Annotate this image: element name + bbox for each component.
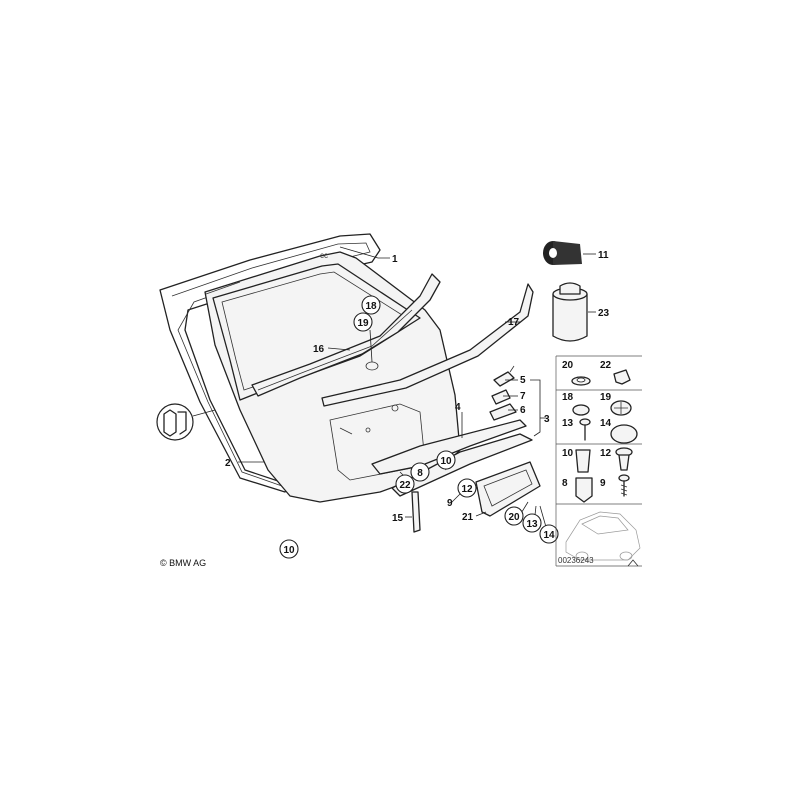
callout-15: 15	[392, 513, 404, 524]
callout-8: 8	[410, 462, 430, 482]
callout-5: 5	[520, 375, 526, 386]
cylinder	[552, 282, 596, 342]
copyright-label: © BMW AG	[160, 558, 206, 568]
callout-23: 23	[598, 308, 610, 319]
callout-12: 12	[457, 478, 477, 498]
svg-text:10: 10	[440, 456, 452, 467]
svg-text:13: 13	[526, 519, 538, 530]
spoiler	[251, 273, 441, 397]
diagram-code: 00236243	[558, 556, 594, 565]
callout-13: 13	[522, 513, 542, 533]
svg-text:cc: cc	[320, 251, 328, 260]
callout-20: 20	[504, 506, 524, 526]
bracket	[411, 491, 421, 533]
plate-light-strip	[391, 433, 533, 497]
callout-21: 21	[462, 512, 474, 523]
callout-19: 19	[353, 312, 373, 332]
svg-text:22: 22	[399, 480, 411, 491]
svg-text:10: 10	[283, 545, 295, 556]
grid-label-14: 14	[600, 418, 612, 429]
grid-label-9: 9	[600, 478, 606, 489]
grid-label-8: 8	[562, 478, 568, 489]
plain-callouts: 1 2 3 4 5 7 6 9 11 15 16 17 21 23	[225, 250, 610, 524]
grid-label-10: 10	[562, 448, 574, 459]
grid-label-19: 19	[600, 392, 612, 403]
grid-label-20: 20	[562, 360, 574, 371]
license-plate-bracket	[475, 461, 541, 517]
handle-strip	[371, 419, 527, 475]
callout-14: 14	[539, 524, 559, 544]
callout-9: 9	[447, 498, 453, 509]
callout-11: 11	[598, 250, 609, 261]
callout-18: 18	[361, 295, 381, 315]
lamp-parts	[489, 365, 517, 421]
callout-3: 3	[544, 414, 550, 425]
circled-callouts: 18 19 10 8 22 12 20 13	[279, 295, 559, 559]
grid-label-13: 13	[562, 418, 574, 429]
grid-label-12: 12	[600, 448, 612, 459]
svg-text:14: 14	[543, 530, 555, 541]
callout-4: 4	[455, 402, 461, 413]
tailgate-panel: cc	[204, 251, 461, 503]
svg-text:8: 8	[417, 468, 423, 479]
callout-22: 22	[395, 474, 415, 494]
callout-16: 16	[313, 344, 325, 355]
callout-6: 6	[520, 405, 526, 416]
small-parts-grid: 20 22 18 19 13 14 10 12 8 9	[555, 355, 642, 567]
callout-7: 7	[520, 391, 526, 402]
callout-10-lower: 10	[279, 539, 299, 559]
grid-label-18: 18	[562, 392, 574, 403]
svg-text:20: 20	[508, 512, 520, 523]
trim-strip	[321, 283, 534, 407]
tape-roll	[543, 241, 596, 265]
svg-text:19: 19	[357, 318, 369, 329]
car-silhouette	[565, 511, 641, 561]
callout-10-upper: 10	[436, 450, 456, 470]
seal-profile-detail	[156, 403, 216, 441]
svg-text:18: 18	[365, 301, 377, 312]
callout-1: 1	[392, 254, 398, 265]
callout-17: 17	[508, 317, 520, 328]
callout-2: 2	[225, 458, 231, 469]
svg-text:12: 12	[461, 484, 473, 495]
grid-label-22: 22	[600, 360, 612, 371]
